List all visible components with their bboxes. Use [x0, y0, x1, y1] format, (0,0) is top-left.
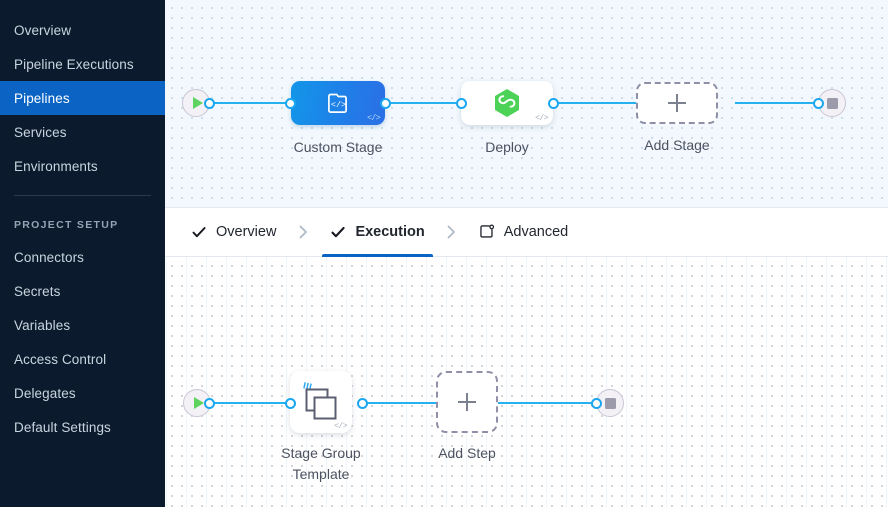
sidebar-item-pipeline-executions[interactable]: Pipeline Executions: [0, 47, 165, 81]
sidebar-item-label: Services: [14, 124, 67, 140]
chevron-right-icon: [447, 225, 456, 239]
plus-icon: [458, 393, 476, 411]
sidebar-top-spacer: [0, 6, 165, 13]
add-stage-label: Add Stage: [644, 137, 710, 153]
sidebar-item-label: Pipelines: [14, 90, 70, 106]
sidebar-item-default-settings[interactable]: Default Settings: [0, 410, 165, 444]
port-template-in[interactable]: [285, 398, 296, 409]
play-icon: [192, 97, 203, 109]
sidebar-item-label: Access Control: [14, 351, 107, 367]
main-content: </> </> Custom Stage </> Deploy: [165, 0, 888, 507]
stacked-squares-icon: [303, 382, 337, 420]
sidebar-item-label: Connectors: [14, 249, 85, 265]
edge-template-to-add-step: [361, 402, 451, 404]
sidebar-item-pipelines[interactable]: Pipelines: [0, 81, 165, 115]
step-node-label-stage-group-template: Stage Group Template: [281, 445, 361, 482]
port-custom-stage-in[interactable]: [285, 98, 296, 109]
sidebar-item-label: Variables: [14, 317, 71, 333]
stage-node-label-deploy: Deploy: [485, 139, 529, 155]
advanced-settings-icon: [480, 224, 494, 238]
chevron-right-icon: [299, 225, 307, 239]
sidebar: Overview Pipeline Executions Pipelines S…: [0, 0, 165, 507]
sidebar-item-label: Overview: [14, 22, 72, 38]
tab-execution[interactable]: Execution: [316, 208, 438, 257]
edge-start-to-custom-stage: [207, 102, 309, 104]
tab-advanced[interactable]: Advanced: [465, 208, 583, 257]
stop-icon: [604, 397, 616, 409]
sidebar-item-variables[interactable]: Variables: [0, 308, 165, 342]
check-icon: [331, 226, 346, 238]
add-step-button[interactable]: [436, 371, 498, 433]
sidebar-item-label: Environments: [14, 158, 98, 174]
sidebar-item-label: Default Settings: [14, 419, 111, 435]
tab-separator-2: [439, 224, 465, 240]
stop-icon: [826, 97, 838, 109]
sidebar-item-label: Secrets: [14, 283, 61, 299]
edge-start-to-template: [207, 402, 307, 404]
tab-separator-1: [290, 224, 316, 240]
tab-label: Advanced: [503, 224, 569, 240]
check-icon: [192, 227, 206, 238]
step-graph: </> Stage Group Template Add Step: [165, 257, 888, 507]
port-deploy-in[interactable]: [456, 98, 467, 109]
sidebar-item-delegates[interactable]: Delegates: [0, 376, 165, 410]
yaml-badge-icon: </>: [535, 114, 548, 123]
play-icon: [193, 397, 204, 409]
port-step-end-in[interactable]: [591, 398, 602, 409]
yaml-badge-icon: </>: [334, 422, 347, 431]
harness-cd-hexagon-icon: [495, 89, 519, 117]
port-custom-stage-out[interactable]: [380, 98, 391, 109]
sidebar-item-label: Pipeline Executions: [14, 56, 134, 72]
edge-deploy-to-add-stage: [557, 102, 655, 104]
sidebar-item-access-control[interactable]: Access Control: [0, 342, 165, 376]
code-stage-icon: </>: [328, 93, 347, 113]
stage-node-deploy[interactable]: </>: [461, 81, 553, 125]
sidebar-item-services[interactable]: Services: [0, 115, 165, 149]
sidebar-item-environments[interactable]: Environments: [0, 149, 165, 183]
stage-node-label-custom-stage: Custom Stage: [293, 139, 383, 155]
tab-label: Execution: [355, 224, 425, 240]
port-end-in[interactable]: [813, 98, 824, 109]
sidebar-section-project-setup: PROJECT SETUP: [14, 219, 119, 231]
tab-overview[interactable]: Overview: [177, 208, 290, 257]
add-step-label: Add Step: [438, 445, 496, 461]
sidebar-item-overview[interactable]: Overview: [0, 13, 165, 47]
port-step-start-out[interactable]: [204, 398, 215, 409]
stage-tab-bar: Overview Execution: [165, 207, 888, 257]
stage-node-custom-stage[interactable]: </> </>: [291, 81, 385, 125]
plus-icon: [668, 94, 686, 112]
step-node-stage-group-template[interactable]: </>: [290, 371, 352, 433]
sidebar-item-label: Delegates: [14, 385, 76, 401]
sidebar-divider: [14, 195, 151, 196]
yaml-badge-icon: </>: [367, 114, 380, 123]
edge-custom-stage-to-deploy: [383, 102, 495, 104]
edge-add-step-to-end: [490, 402, 595, 404]
sidebar-item-secrets[interactable]: Secrets: [0, 274, 165, 308]
port-deploy-out[interactable]: [548, 98, 559, 109]
edge-add-stage-to-end: [735, 102, 817, 104]
tab-label: Overview: [216, 224, 277, 240]
add-stage-button[interactable]: [636, 82, 718, 124]
svg-text:</>: </>: [331, 100, 346, 110]
sidebar-item-connectors[interactable]: Connectors: [0, 240, 165, 274]
step-graph-canvas[interactable]: </> Stage Group Template Add Step: [165, 257, 888, 507]
stage-graph: </> </> Custom Stage </> Deploy: [165, 0, 888, 207]
stage-graph-canvas[interactable]: </> </> Custom Stage </> Deploy: [165, 0, 888, 207]
port-start-out[interactable]: [204, 98, 215, 109]
port-template-out[interactable]: [357, 398, 368, 409]
